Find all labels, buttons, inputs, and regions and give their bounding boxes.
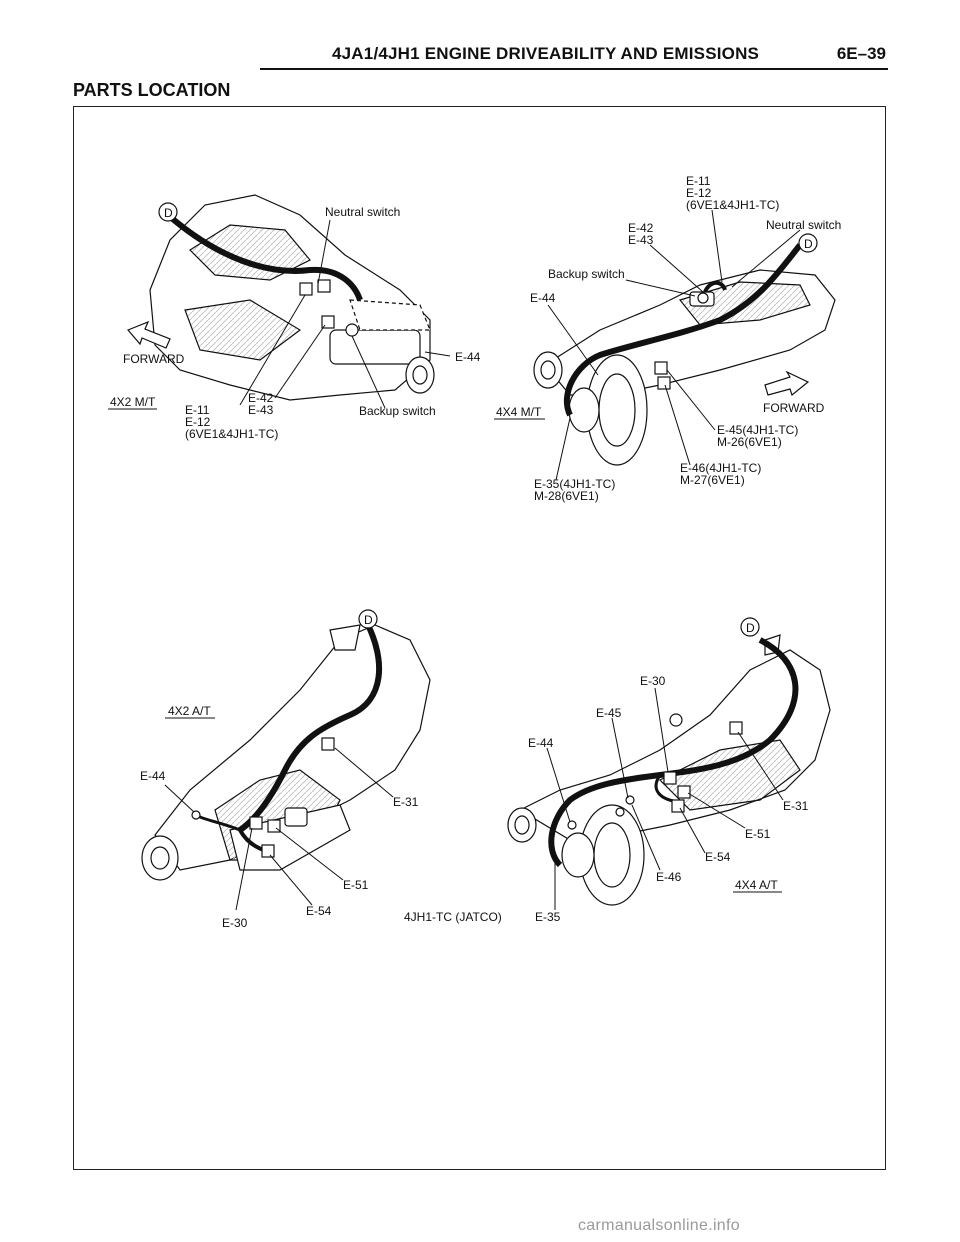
e30-label: E-30: [222, 916, 248, 930]
e42-label: E-42: [628, 221, 654, 235]
transmission-4x4-mt: D E-11 E-12 (6VE1&4JH1-TC) E-42 E-43 Neu…: [494, 174, 841, 503]
e11-label: E-11: [185, 403, 210, 417]
neutral-switch-label: Neutral switch: [325, 205, 400, 219]
variant-label: (6VE1&4JH1-TC): [686, 198, 779, 212]
harness-marker-d-label: D: [164, 206, 173, 220]
figure-frame: [73, 106, 886, 1170]
transmission-4x2-mt: D FORWARD Neutral switch E-44 Backup swi…: [108, 194, 481, 441]
page-number: 6E–39: [836, 44, 886, 63]
caption-4x4-mt: 4X4 M/T: [496, 405, 542, 419]
connector: [317, 279, 331, 293]
e51-label: E-51: [745, 827, 771, 841]
harness-marker-d: [158, 202, 178, 222]
forward-arrow-icon: [126, 320, 171, 349]
connector: [299, 282, 313, 296]
transmission-4x2-at: D 4X2 A/T E-44 E-31 E-51 E-54 E-30: [140, 609, 431, 930]
header-rule: [260, 68, 888, 70]
e31-label: E-31: [393, 795, 419, 809]
e54-label: E-54: [705, 850, 731, 864]
variant-label: (6VE1&4JH1-TC): [185, 427, 278, 441]
e45-label: E-45(4JH1-TC): [717, 423, 798, 437]
harness-marker-d: [740, 617, 760, 637]
e30-label: E-30: [640, 674, 666, 688]
e54-label: E-54: [306, 904, 332, 918]
harness-marker-d: [798, 233, 818, 253]
harness-marker-d: [358, 609, 378, 629]
forward-arrow-icon: [764, 370, 810, 397]
backup-switch-label: Backup switch: [359, 404, 436, 418]
harness-marker-d-label: D: [746, 621, 755, 635]
e44-label: E-44: [528, 736, 554, 750]
e35-label: E-35(4JH1-TC): [534, 477, 615, 491]
connector: [625, 795, 635, 805]
watermark: carmanualsonline.info: [578, 1217, 740, 1234]
neutral-switch-label: Neutral switch: [766, 218, 841, 232]
e12-label: E-12: [686, 186, 712, 200]
forward-label: FORWARD: [763, 401, 825, 415]
e31-label: E-31: [783, 799, 809, 813]
connector: [657, 376, 671, 390]
harness-marker-d-label: D: [804, 237, 813, 251]
connector: [654, 361, 668, 375]
e46-label: E-46: [656, 870, 682, 884]
connector: [663, 771, 677, 785]
connector: [677, 785, 691, 799]
m28-label: M-28(6VE1): [534, 489, 599, 503]
at-variant-note: 4JH1-TC (JATCO): [404, 910, 502, 924]
section-title: PARTS LOCATION: [73, 80, 231, 100]
harness-marker-d-label: D: [364, 613, 373, 627]
connector: [249, 816, 263, 830]
backup-switch-part: [345, 323, 359, 337]
connector: [729, 721, 743, 735]
connector: [191, 810, 201, 820]
e42-label: E-42: [248, 391, 274, 405]
caption-4x2-mt: 4X2 M/T: [110, 395, 156, 409]
e44-label: E-44: [140, 769, 166, 783]
caption-4x2-at: 4X2 A/T: [168, 704, 211, 718]
e44-label: E-44: [530, 291, 556, 305]
connector: [261, 844, 275, 858]
forward-label: FORWARD: [123, 352, 185, 366]
e12-label: E-12: [185, 415, 211, 429]
transmission-4x4-at: D E-30 E-45 E-44 E-31 E-51 E-54 E-46 4X4…: [507, 617, 831, 924]
m26-label: M-26(6VE1): [717, 435, 782, 449]
e43-label: E-43: [248, 403, 274, 417]
e46-label: E-46(4JH1-TC): [680, 461, 761, 475]
caption-4x4-at: 4X4 A/T: [735, 878, 778, 892]
connector: [671, 799, 685, 813]
connector: [567, 820, 577, 830]
m27-label: M-27(6VE1): [680, 473, 745, 487]
header-title: 4JA1/4JH1 ENGINE DRIVEABILITY AND EMISSI…: [332, 44, 760, 63]
connector: [321, 737, 335, 751]
backup-switch-label: Backup switch: [548, 267, 625, 281]
e35-label: E-35: [535, 910, 561, 924]
page-header: 4JA1/4JH1 ENGINE DRIVEABILITY AND EMISSI…: [260, 40, 888, 70]
e11-label: E-11: [686, 174, 711, 188]
connector: [615, 807, 625, 817]
backup-switch-part: [697, 292, 709, 304]
e44-label: E-44: [455, 350, 481, 364]
e51-label: E-51: [343, 878, 369, 892]
e43-label: E-43: [628, 233, 654, 247]
e45-label: E-45: [596, 706, 622, 720]
